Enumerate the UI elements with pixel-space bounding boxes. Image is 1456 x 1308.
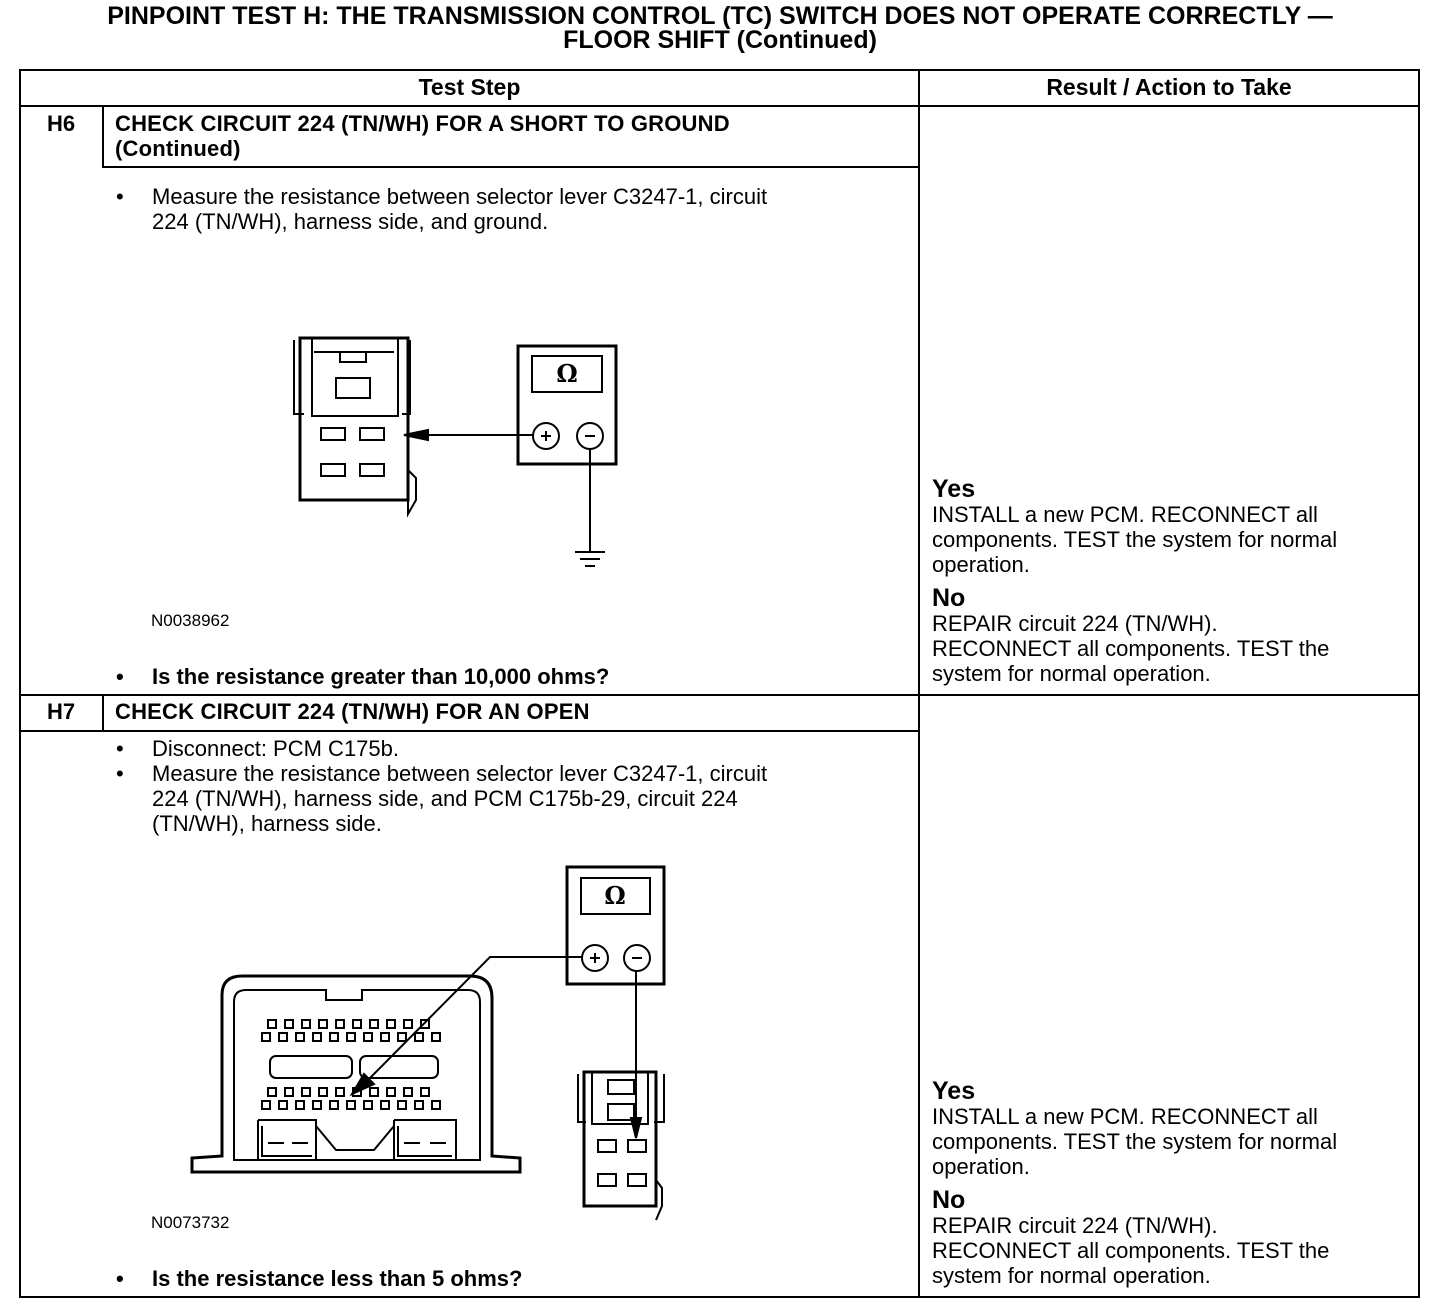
step-title-line: CHECK CIRCUIT 224 (TN/WH) FOR AN OPEN	[115, 699, 590, 724]
ground-icon	[575, 551, 605, 567]
instruction-bullet: • Disconnect: PCM C175b.	[116, 736, 399, 761]
result-no-label: No	[932, 584, 966, 612]
instruction-line: Measure the resistance between selector …	[152, 761, 768, 786]
step-id-divider-h6	[102, 106, 104, 166]
question: • Is the resistance greater than 10,000 …	[116, 664, 610, 689]
result-yes-line: INSTALL a new PCM. RECONNECT all	[932, 502, 1318, 527]
result-no-line: REPAIR circuit 224 (TN/WH).	[932, 1213, 1218, 1238]
step-title: CHECK CIRCUIT 224 (TN/WH) FOR A SHORT TO…	[115, 111, 730, 161]
column-divider	[918, 69, 920, 1298]
result-no-label: No	[932, 1186, 966, 1214]
page-title-line2: FLOOR SHIFT (Continued)	[563, 26, 877, 54]
step-id: H7	[46, 699, 76, 724]
pcm-connector	[190, 974, 522, 1174]
result-no-line: RECONNECT all components. TEST the	[932, 1238, 1330, 1263]
instruction-bullet: • Measure the resistance between selecto…	[116, 184, 768, 234]
step-title: CHECK CIRCUIT 224 (TN/WH) FOR AN OPEN	[115, 699, 590, 724]
bullet-icon: •	[116, 664, 124, 689]
result-no-line: REPAIR circuit 224 (TN/WH).	[932, 611, 1218, 636]
question-text: Is the resistance greater than 10,000 oh…	[152, 664, 610, 689]
step-title-divider-h7	[19, 730, 919, 732]
step-id-divider-h7	[102, 695, 104, 731]
meter-ohm-symbol: Ω	[604, 881, 625, 910]
pin-row-2	[261, 1087, 441, 1110]
question-text: Is the resistance less than 5 ohms?	[152, 1266, 523, 1291]
bullet-icon: •	[116, 736, 124, 761]
instruction-line: (TN/WH), harness side.	[152, 811, 382, 836]
result-action: Yes INSTALL a new PCM. RECONNECT all com…	[932, 476, 1412, 686]
instruction-line: Measure the resistance between selector …	[152, 184, 768, 209]
question: • Is the resistance less than 5 ohms?	[116, 1266, 523, 1291]
figure-id: N0038962	[151, 611, 230, 630]
result-yes-line: INSTALL a new PCM. RECONNECT all	[932, 1104, 1318, 1129]
result-no-line: system for normal operation.	[932, 1263, 1211, 1288]
header-test-step: Test Step	[418, 74, 521, 100]
header-divider	[19, 105, 1420, 107]
page-title-line1: PINPOINT TEST H: THE TRANSMISSION CONTRO…	[107, 2, 1333, 30]
selector-lever-connector	[293, 336, 417, 518]
step-divider	[19, 694, 1420, 696]
test-leads	[403, 428, 591, 552]
step-id: H6	[46, 111, 76, 136]
figure-id: N0073732	[151, 1213, 230, 1232]
header-result: Result / Action to Take	[1046, 74, 1292, 100]
result-yes-label: Yes	[932, 475, 976, 503]
result-yes-line: components. TEST the system for normal	[932, 527, 1338, 552]
pin-row-1	[261, 1019, 441, 1042]
step-title-line: CHECK CIRCUIT 224 (TN/WH) FOR A SHORT TO…	[115, 111, 730, 136]
instruction-line: 224 (TN/WH), harness side, and PCM C175b…	[152, 786, 738, 811]
page-title: PINPOINT TEST H: THE TRANSMISSION CONTRO…	[0, 2, 1440, 54]
step-title-line: (Continued)	[115, 136, 241, 161]
result-yes-label: Yes	[932, 1077, 976, 1105]
bullet-icon: •	[116, 1266, 124, 1291]
result-yes-line: operation.	[932, 1154, 1030, 1179]
result-no-line: system for normal operation.	[932, 661, 1211, 686]
result-yes-line: operation.	[932, 552, 1030, 577]
instruction-line: Disconnect: PCM C175b.	[152, 736, 399, 761]
step-title-divider-h6	[102, 166, 919, 168]
pinpoint-test-table	[19, 69, 1420, 1298]
bullet-icon: •	[116, 761, 124, 786]
bullet-icon: •	[116, 184, 124, 209]
instruction-line: 224 (TN/WH), harness side, and ground.	[152, 209, 549, 234]
result-no-line: RECONNECT all components. TEST the	[932, 636, 1330, 661]
selector-lever-connector	[577, 1070, 665, 1221]
instruction-bullet: • Measure the resistance between selecto…	[116, 761, 768, 836]
result-action: Yes INSTALL a new PCM. RECONNECT all com…	[932, 1078, 1412, 1288]
test-leads	[349, 956, 643, 1139]
meter-ohm-symbol: Ω	[556, 359, 577, 388]
result-yes-line: components. TEST the system for normal	[932, 1129, 1338, 1154]
